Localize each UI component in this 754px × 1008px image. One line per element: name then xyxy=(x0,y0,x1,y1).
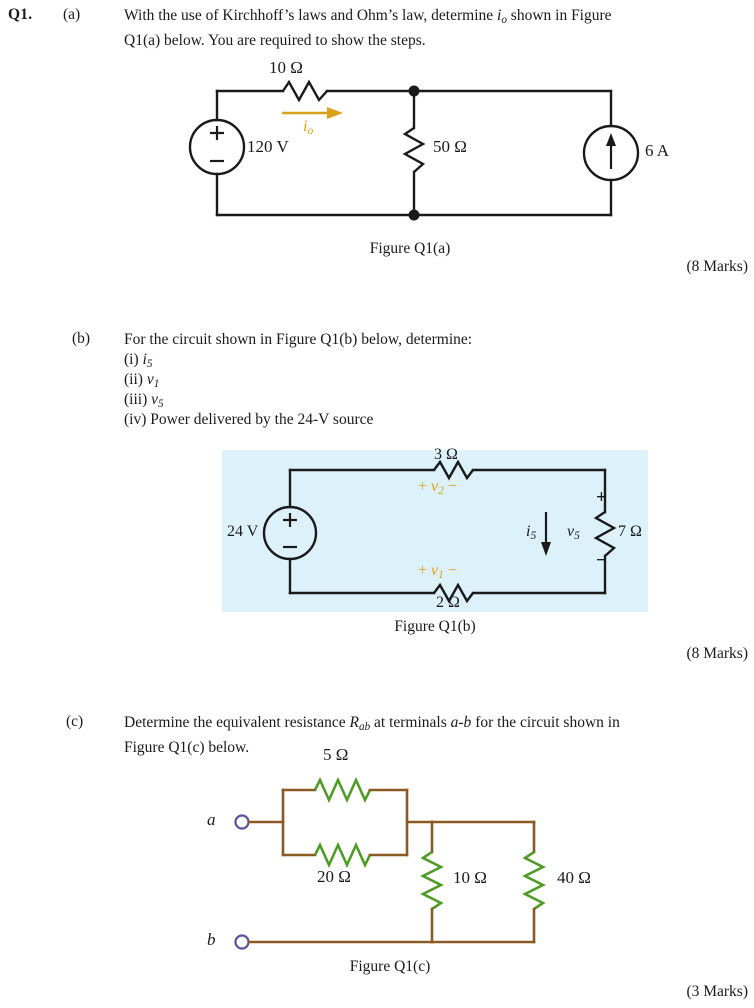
label-20ohm: 20 Ω xyxy=(317,867,351,886)
part-a-text: With the use of Kirchhoff’s laws and Ohm… xyxy=(124,6,748,50)
resistor-2ohm-symbol xyxy=(433,582,474,604)
node-dot-bottom xyxy=(408,209,420,221)
part-b-text-line1: For the circuit shown in Figure Q1(b) be… xyxy=(124,331,473,348)
part-a-label: (a) xyxy=(63,6,81,23)
label-terminal-b: b xyxy=(207,930,216,949)
label-v2-annotation: + v2 − xyxy=(418,478,457,498)
marks-part-c: (3 Marks) xyxy=(686,983,748,1000)
resistor-10ohm-symbol xyxy=(420,850,444,911)
resistor-7ohm-symbol xyxy=(593,511,617,557)
resistor-10ohm-symbol xyxy=(282,79,328,103)
label-7ohm: 7 Ω xyxy=(618,523,642,540)
source-plus-symbol xyxy=(210,126,224,140)
figure-caption-a: Figure Q1(a) xyxy=(369,240,451,257)
terminal-b-symbol xyxy=(234,934,250,950)
figure-caption-c: Figure Q1(c) xyxy=(349,958,431,975)
circuit-diagram-c: 5 Ω 20 Ω a b 10 Ω 40 Ω xyxy=(207,745,625,965)
part-b-label: (b) xyxy=(72,330,91,347)
io-arrow-head xyxy=(327,107,343,119)
part-c-terminals: a-b xyxy=(450,714,472,731)
node-dot-top xyxy=(408,85,420,97)
label-10ohm: 10 Ω xyxy=(269,58,303,77)
label-120v: 120 V xyxy=(247,137,289,156)
label-3ohm: 3 Ω xyxy=(434,446,458,463)
part-b-item-iii: (iii) v5 xyxy=(124,391,164,411)
current-source-arrow-head xyxy=(606,133,616,146)
label-i5: i5 xyxy=(526,523,537,543)
label-v5: v5 xyxy=(567,523,580,543)
marks-part-b: (8 Marks) xyxy=(686,645,748,662)
label-50ohm: 50 Ω xyxy=(433,137,467,156)
part-a-text-line1: With the use of Kirchhoff’s laws and Ohm… xyxy=(124,7,494,24)
circuit-b-svg xyxy=(262,459,617,604)
i5-arrow-head xyxy=(541,542,551,556)
label-io: io xyxy=(303,118,314,138)
terminal-a-symbol xyxy=(234,814,250,830)
part-c-text: Determine the equivalent resistance Rab … xyxy=(124,714,620,756)
resistor-50ohm-symbol xyxy=(402,127,426,173)
circuit-diagram-a: 10 Ω io 120 V 50 Ω 6 A xyxy=(188,58,700,240)
part-a-text-line2: Q1(a) below. You are required to show th… xyxy=(124,31,426,49)
part-b-item-i: (i) i5 xyxy=(124,351,153,371)
part-c-label: (c) xyxy=(66,713,84,730)
label-v1-annotation: + v1 − xyxy=(418,562,457,582)
marks-part-a: (8 Marks) xyxy=(686,258,748,275)
resistor-20ohm-symbol xyxy=(313,841,372,869)
part-b-item-iv: (iv) Power delivered by the 24-V source xyxy=(124,411,374,428)
label-terminal-a: a xyxy=(207,810,216,829)
label-40ohm-branch: 40 Ω xyxy=(557,868,591,887)
label-5ohm: 5 Ω xyxy=(323,745,349,764)
circuit-a-svg xyxy=(188,79,640,221)
source-b-plus-symbol xyxy=(283,513,297,527)
label-6a: 6 A xyxy=(645,141,670,160)
figure-caption-b: Figure Q1(b) xyxy=(394,618,476,635)
resistor-40ohm-symbol xyxy=(522,850,546,911)
part-a-symbol-io: io xyxy=(497,7,507,27)
part-a-text-line1-end: shown in Figure xyxy=(510,7,612,24)
question-number: Q1. xyxy=(8,6,33,23)
label-10ohm-branch: 10 Ω xyxy=(453,868,487,887)
circuit-diagram-b: 3 Ω + v2 − 24 V + v1 − 2 Ω i5 v5 + − 7 Ω xyxy=(222,446,648,612)
label-2ohm: 2 Ω xyxy=(436,594,460,611)
resistor-3ohm-symbol xyxy=(433,459,474,481)
circuit-b-background xyxy=(222,450,648,612)
circuit-c-svg xyxy=(234,776,546,950)
label-v5-plus: + xyxy=(596,487,607,508)
part-b-item-ii: (ii) v1 xyxy=(124,371,160,391)
label-v5-minus: − xyxy=(596,550,607,571)
resistor-5ohm-symbol xyxy=(313,776,372,804)
part-c-symbol-rab: Rab xyxy=(349,714,371,734)
label-24v: 24 V xyxy=(227,523,259,540)
